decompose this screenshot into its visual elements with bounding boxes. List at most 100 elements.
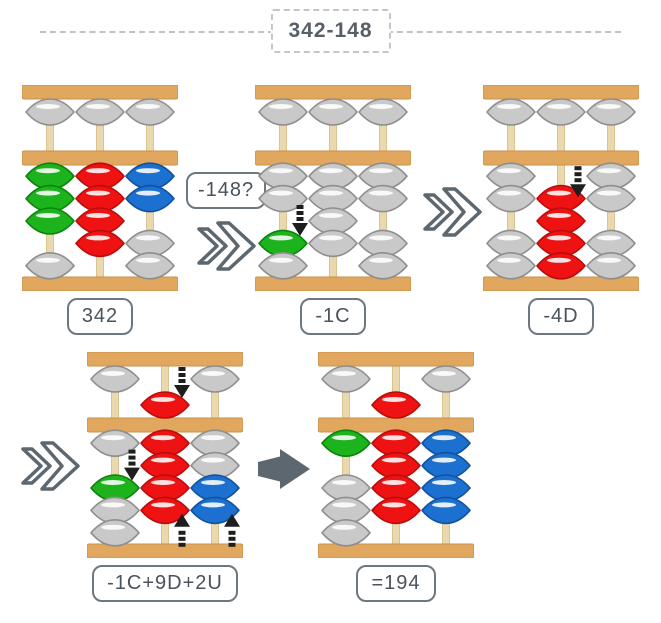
- gray-bead: [258, 98, 308, 126]
- gray-bead: [25, 252, 75, 280]
- step-panel-minus-1c: -1C: [254, 84, 412, 335]
- step-label-box: =194: [356, 565, 436, 602]
- top-bar: [21, 84, 179, 100]
- gray-bead: [486, 184, 536, 213]
- gray-bead: [125, 252, 175, 280]
- move-down-arrow-icon: [292, 205, 308, 236]
- red-bead: [371, 391, 421, 419]
- double-chevron-arrow-icon: [19, 438, 81, 494]
- connector-2: [421, 184, 483, 240]
- gray-bead: [90, 365, 140, 393]
- gray-bead: [90, 429, 140, 457]
- top-bar: [254, 84, 412, 100]
- note-badge: -148?: [186, 172, 267, 209]
- top-bar: [317, 351, 475, 367]
- note-text: -148?: [198, 179, 255, 201]
- abacus-svg: [21, 84, 179, 292]
- red-bead: [536, 229, 586, 258]
- step-label: -1C: [315, 305, 351, 327]
- blue-bead: [125, 184, 175, 213]
- gray-bead: [321, 519, 371, 547]
- step-label-box: -1C: [300, 298, 366, 335]
- red-bead: [371, 429, 421, 457]
- top-bar: [86, 351, 244, 367]
- red-bead: [140, 391, 190, 419]
- gray-bead: [90, 519, 140, 547]
- green-bead: [321, 429, 371, 457]
- solid-arrow-icon: [256, 444, 312, 494]
- abacus-svg: [86, 351, 244, 559]
- gray-bead: [25, 98, 75, 126]
- step-label: =194: [371, 572, 421, 594]
- abacus-figure-minus-1c-plus-9d-plus-2u: [86, 351, 244, 559]
- green-bead: [25, 207, 75, 235]
- gray-bead: [258, 162, 308, 190]
- solid-double-arrow: [258, 449, 310, 489]
- green-bead: [90, 474, 140, 502]
- title-box: 342-148: [270, 9, 391, 53]
- abacus-svg: [317, 351, 475, 559]
- move-up-arrow-icon: [224, 513, 240, 547]
- abacus-svg: [254, 84, 412, 292]
- red-bead: [536, 252, 586, 280]
- gray-bead: [125, 229, 175, 258]
- gray-bead: [308, 184, 358, 213]
- gray-bead: [358, 98, 408, 126]
- blue-bead: [125, 162, 175, 190]
- gray-bead: [358, 162, 408, 190]
- page-title: 342-148: [288, 19, 373, 42]
- red-bead: [140, 429, 190, 457]
- gray-bead: [321, 365, 371, 393]
- connector-4: [256, 444, 312, 494]
- gray-bead: [358, 184, 408, 213]
- double-chevron-outline-arrow: [423, 187, 482, 237]
- abacus-figure-minus-1c: [254, 84, 412, 292]
- gray-bead: [421, 365, 471, 393]
- abacus-svg: [482, 84, 640, 292]
- step-panel-342: 342: [21, 84, 179, 335]
- abacus-figure-342: [21, 84, 179, 292]
- move-down-arrow-icon: [124, 449, 140, 481]
- top-bar: [482, 84, 640, 100]
- red-bead: [75, 162, 125, 190]
- move-down-arrow-icon: [174, 367, 190, 398]
- double-chevron-arrow-icon: [195, 218, 257, 274]
- step-label-box: -1C+9D+2U: [92, 565, 238, 602]
- blue-bead: [190, 496, 240, 525]
- gray-bead: [586, 229, 636, 258]
- gray-bead: [308, 229, 358, 258]
- abacus-figure-result-194: [317, 351, 475, 559]
- step-label-box: 342: [66, 298, 134, 335]
- gray-bead: [486, 98, 536, 126]
- red-bead: [371, 496, 421, 525]
- abacus-figure-minus-4d: [482, 84, 640, 292]
- double-chevron-arrow-icon: [421, 184, 483, 240]
- blue-bead: [421, 496, 471, 525]
- gray-bead: [308, 98, 358, 126]
- gray-bead: [586, 98, 636, 126]
- gray-bead: [190, 365, 240, 393]
- gray-bead: [536, 98, 586, 126]
- step-label: -4D: [543, 305, 579, 327]
- double-chevron-outline-arrow: [21, 441, 80, 491]
- gray-bead: [125, 98, 175, 126]
- step-panel-result-194: =194: [317, 351, 475, 602]
- red-bead: [75, 207, 125, 235]
- move-down-arrow-icon: [570, 166, 586, 198]
- red-bead: [75, 229, 125, 258]
- gray-bead: [258, 252, 308, 280]
- step-panel-minus-4d: -4D: [482, 84, 640, 335]
- step-label-box: -4D: [528, 298, 594, 335]
- gray-bead: [358, 252, 408, 280]
- step-label: 342: [81, 305, 119, 327]
- gray-bead: [258, 184, 308, 213]
- gray-bead: [586, 252, 636, 280]
- gray-bead: [486, 252, 536, 280]
- gray-bead: [75, 98, 125, 126]
- double-chevron-outline-arrow: [197, 221, 256, 271]
- connector-1: -148?: [186, 172, 267, 274]
- connector-3: [19, 438, 81, 494]
- red-bead: [140, 496, 190, 525]
- step-label: -1C+9D+2U: [107, 572, 223, 594]
